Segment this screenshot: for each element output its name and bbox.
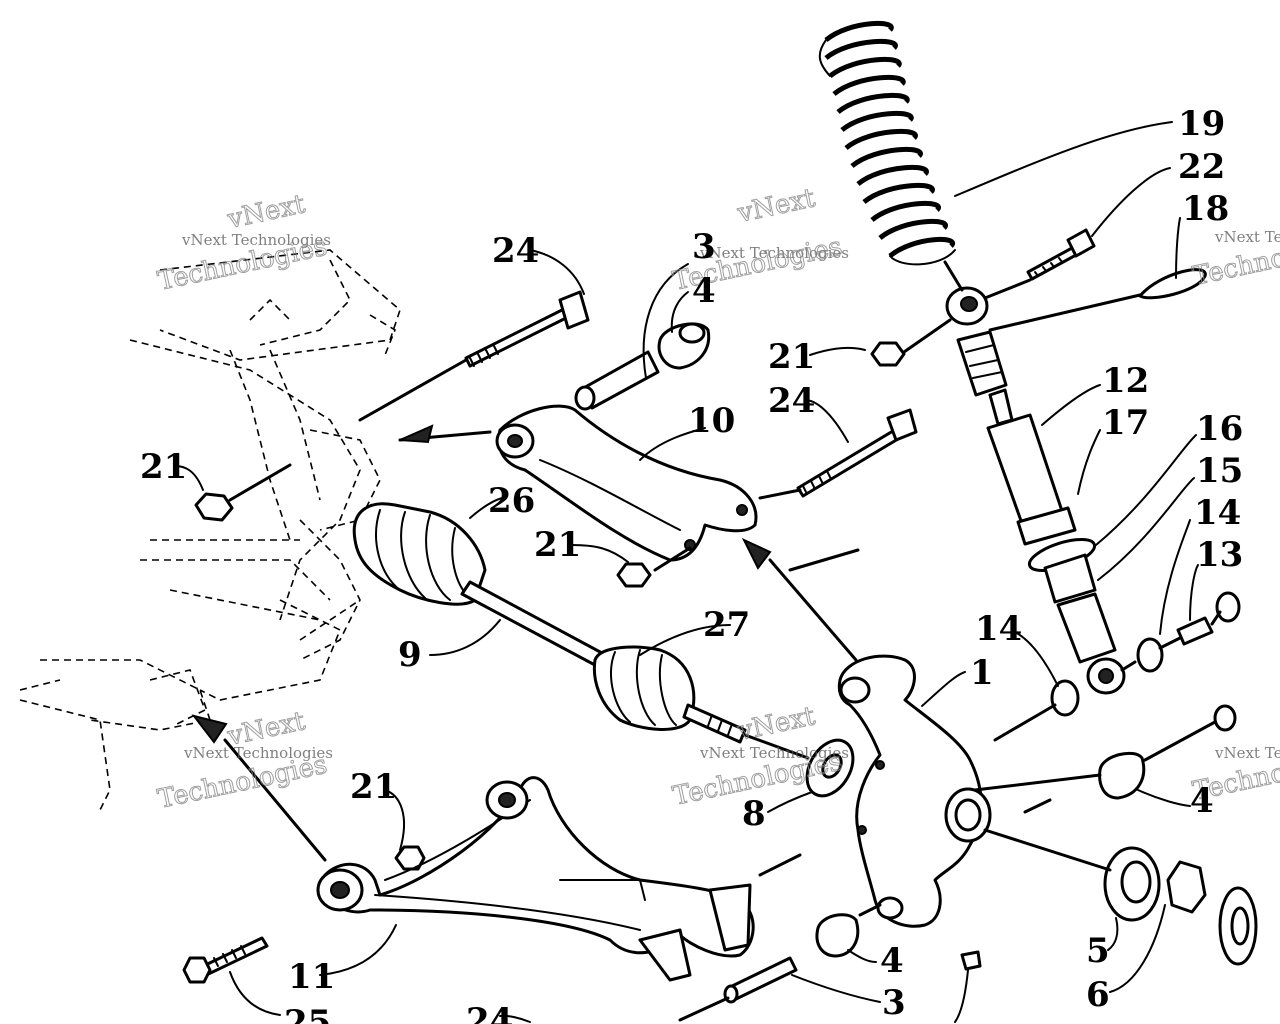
bolt-upper-arm xyxy=(464,290,590,368)
cv-axle xyxy=(352,502,747,744)
callout-27: 27 xyxy=(703,605,750,645)
watermark-text: vNext Technologies xyxy=(183,744,333,762)
callout-4-upper: 4 xyxy=(692,271,716,311)
callout-10: 10 xyxy=(688,401,735,441)
callout-24-lower: 24 xyxy=(466,1001,513,1024)
nut-frame xyxy=(194,492,234,522)
callout-3-upper: 3 xyxy=(692,227,716,267)
callout-8: 8 xyxy=(742,794,766,834)
callout-19: 19 xyxy=(1178,104,1225,144)
shock-washer-right xyxy=(1215,591,1241,623)
callout-4-right: 4 xyxy=(1190,781,1214,821)
knuckle-bushing-right xyxy=(1098,751,1146,800)
callout-25: 25 xyxy=(284,1003,331,1024)
lower-a-arm xyxy=(316,776,755,982)
hub-nut xyxy=(1166,860,1207,914)
watermark-text: vNext Technologies xyxy=(1214,228,1280,246)
shock-washer-outer xyxy=(1136,637,1164,673)
watermark-text: vNext Technologies xyxy=(699,244,849,262)
callout-15: 15 xyxy=(1196,451,1243,491)
nut-lower-arm xyxy=(394,845,426,871)
nut-upper-arm xyxy=(616,562,652,588)
callout-21-shock: 21 xyxy=(768,337,815,377)
bolt-upper-arm-rear xyxy=(796,408,918,498)
steering-knuckle xyxy=(837,654,992,928)
callout-26: 26 xyxy=(488,481,535,521)
nut-shock-top xyxy=(870,341,906,367)
callout-24-rear: 24 xyxy=(768,381,815,421)
callout-labels: 19 22 18 24 3 4 21 24 10 12 17 16 15 14 … xyxy=(140,104,1243,1024)
callout-14-right: 14 xyxy=(1194,493,1241,533)
callout-17: 17 xyxy=(1102,403,1149,443)
shock-bolt-upper xyxy=(1026,228,1096,281)
callout-4-lower: 4 xyxy=(880,941,904,981)
assembly-lines xyxy=(191,260,1222,1022)
callout-16: 16 xyxy=(1196,409,1243,449)
coil-spring xyxy=(818,20,956,266)
callout-22: 22 xyxy=(1178,147,1225,187)
callout-1: 1 xyxy=(970,653,994,693)
watermark-text: vNext xyxy=(734,183,818,229)
callout-11: 11 xyxy=(288,957,335,997)
callout-9: 9 xyxy=(398,635,422,675)
callout-24-upper: 24 xyxy=(492,231,539,271)
callout-leaders xyxy=(174,121,1199,1023)
lower-bushing xyxy=(815,913,860,958)
shock-washer-inner xyxy=(1050,679,1080,717)
vehicle-frame-dashed xyxy=(19,249,401,811)
washer-right-lower xyxy=(1213,704,1237,732)
watermark-text: vNext xyxy=(224,189,308,235)
upper-sleeve-bushing xyxy=(574,322,711,411)
callout-3-lower: 3 xyxy=(882,983,906,1023)
callout-18: 18 xyxy=(1182,189,1229,229)
lower-arm-bolt xyxy=(182,936,269,984)
callout-21-arm: 21 xyxy=(534,525,581,565)
callout-5: 5 xyxy=(1086,931,1110,971)
shock-sleeve xyxy=(1176,616,1214,646)
callout-6: 6 xyxy=(1086,975,1110,1015)
callout-12: 12 xyxy=(1102,361,1149,401)
watermark-text: vNext Technologies xyxy=(1214,744,1280,762)
watermark-text: vNext Technologies xyxy=(181,231,331,249)
upper-a-arm xyxy=(495,404,758,562)
callout-21-frame: 21 xyxy=(140,447,187,487)
hub-seal xyxy=(1218,886,1258,966)
axle-washer xyxy=(805,738,855,798)
watermark-text: vNext xyxy=(734,701,818,747)
grease-fitting xyxy=(960,950,982,971)
watermark-text: vNext Technologies xyxy=(699,744,849,762)
shock-absorber xyxy=(945,286,1126,695)
callout-21-lower: 21 xyxy=(350,767,397,807)
retaining-plate xyxy=(1138,268,1207,300)
callout-14-left: 14 xyxy=(975,609,1022,649)
callout-13: 13 xyxy=(1196,535,1243,575)
wheel-bearing xyxy=(1103,846,1161,922)
